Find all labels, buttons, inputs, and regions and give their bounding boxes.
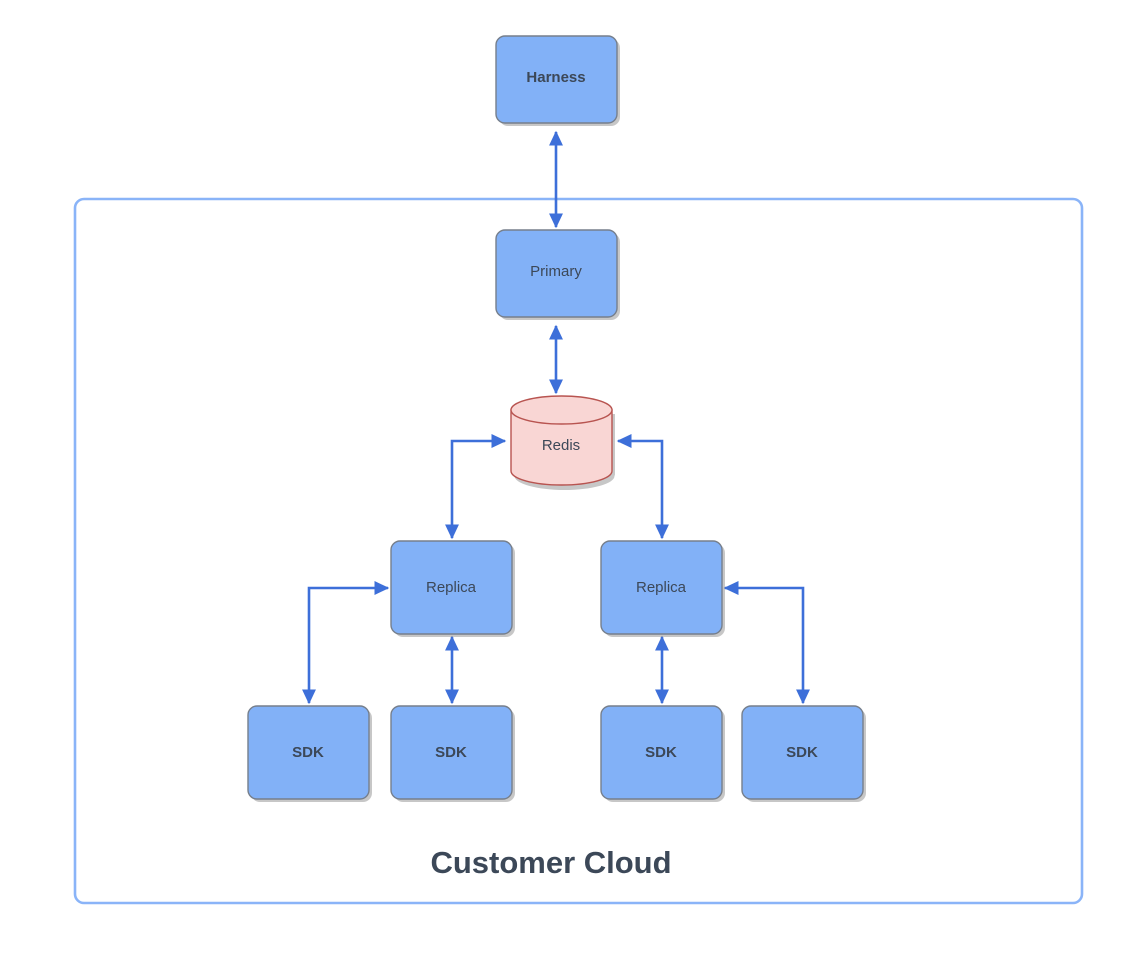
node-sdk-3[interactable]: SDK	[600, 705, 725, 802]
customer-cloud-group: Customer Cloud	[73, 197, 1084, 905]
sdk-1-label: SDK	[292, 744, 324, 761]
redis-label: Redis	[542, 437, 580, 454]
replica-right-box[interactable]	[600, 540, 723, 635]
node-sdk-1[interactable]: SDK	[247, 705, 372, 802]
node-redis[interactable]: Redis	[510, 395, 616, 490]
primary-box[interactable]	[495, 229, 618, 318]
primary-label: Primary	[530, 263, 582, 280]
node-sdk-2[interactable]: SDK	[390, 705, 515, 802]
edge-redis-replica-right	[616, 433, 670, 540]
node-harness[interactable]: Harness	[495, 35, 620, 126]
edge-replica-right-sdk4	[723, 580, 811, 705]
customer-cloud-border	[73, 197, 1084, 905]
node-sdk-4[interactable]: SDK	[741, 705, 866, 802]
harness-label: Harness	[526, 69, 585, 86]
sdk-2-box[interactable]	[390, 705, 513, 800]
replica-right-label: Replica	[636, 579, 687, 596]
sdk-4-label: SDK	[786, 744, 818, 761]
sdk-1-box[interactable]	[247, 705, 370, 800]
edge-redis-replica-left	[444, 433, 507, 540]
node-primary[interactable]: Primary	[495, 229, 620, 320]
sdk-3-box[interactable]	[600, 705, 723, 800]
edge-replica-left-sdk1	[301, 580, 390, 705]
redis-cylinder-body[interactable]	[510, 409, 613, 486]
customer-cloud-label: Customer Cloud	[430, 845, 671, 880]
sdk-4-box[interactable]	[741, 705, 864, 800]
redis-cylinder-top[interactable]	[510, 395, 613, 425]
node-replica-right[interactable]: Replica	[600, 540, 725, 637]
harness-box[interactable]	[495, 35, 618, 124]
node-replica-left[interactable]: Replica	[390, 540, 515, 637]
replica-left-box[interactable]	[390, 540, 513, 635]
replica-left-label: Replica	[426, 579, 477, 596]
sdk-2-label: SDK	[435, 744, 467, 761]
sdk-3-label: SDK	[645, 744, 677, 761]
